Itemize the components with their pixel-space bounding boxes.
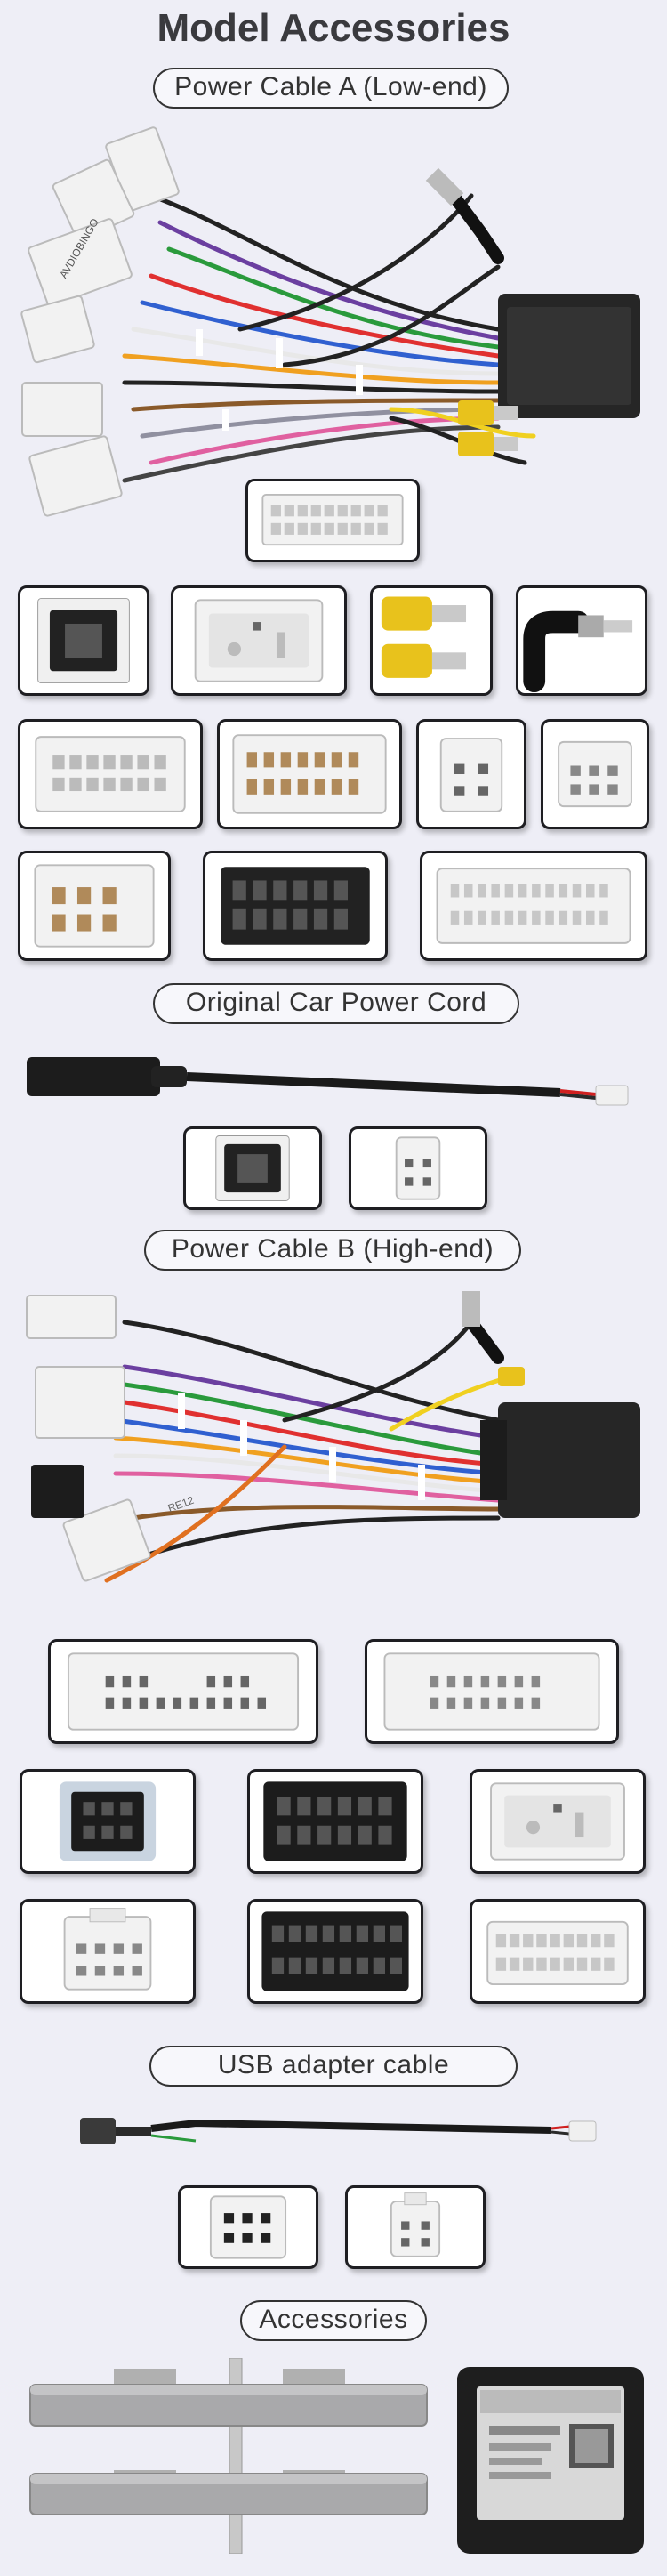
original-power-cord-icon: [18, 1039, 651, 1128]
connector-4pin-white-icon-2: [349, 1126, 487, 1210]
connector-8pin-white-icon: [20, 1899, 196, 2004]
power-cable-b-harness-icon: RE12: [18, 1287, 651, 1616]
connector-8pin-pins-icon: [18, 851, 171, 961]
power-cable-a-harness-icon: AVDIOBINGO: [18, 125, 651, 534]
connector-20pin-white-icon-2: [365, 1639, 619, 1744]
connector-white-socket-icon-2: [470, 1769, 646, 1874]
connector-20pin-white-icon-3: [470, 1899, 646, 2004]
connector-usb-4pin-icon: [345, 2185, 486, 2269]
connector-32pin-white-icon: [420, 851, 647, 961]
section-title-usb-adapter: USB adapter cable: [149, 2046, 518, 2087]
connector-24pin-white-icon: [48, 1639, 318, 1744]
section-title-power-cable-a: Power Cable A (Low-end): [153, 68, 509, 109]
connector-6pin-white-icon: [541, 719, 649, 829]
protocol-box-icon: [454, 2363, 647, 2557]
connector-white-socket-icon: [171, 585, 347, 696]
connector-16pin-white-icon: [18, 719, 203, 829]
antenna-plug-icon: [516, 585, 647, 696]
connector-black-square-icon-2: [183, 1126, 322, 1210]
connector-6pin-gray-icon: [20, 1769, 196, 1874]
connector-black-square-icon: [18, 585, 149, 696]
section-title-power-cable-b: Power Cable B (High-end): [144, 1230, 521, 1271]
connector-20pin-white-icon: [245, 479, 420, 562]
connector-20pin-pins-icon: [217, 719, 402, 829]
section-title-original-cord: Original Car Power Cord: [153, 983, 519, 1024]
rca-plug-icon: [370, 585, 493, 696]
connector-black-24pin-icon: [247, 1899, 423, 2004]
usb-cable-icon: [71, 2102, 605, 2164]
page-title: Model Accessories: [157, 6, 510, 50]
connector-black-multi-icon: [203, 851, 388, 961]
connector-black-12pin-icon: [247, 1769, 423, 1874]
section-title-accessories: Accessories: [240, 2300, 427, 2341]
connector-4pin-white-icon: [416, 719, 526, 829]
connector-usb-6pin-icon: [178, 2185, 318, 2269]
mounting-bracket-icon: [25, 2358, 434, 2554]
